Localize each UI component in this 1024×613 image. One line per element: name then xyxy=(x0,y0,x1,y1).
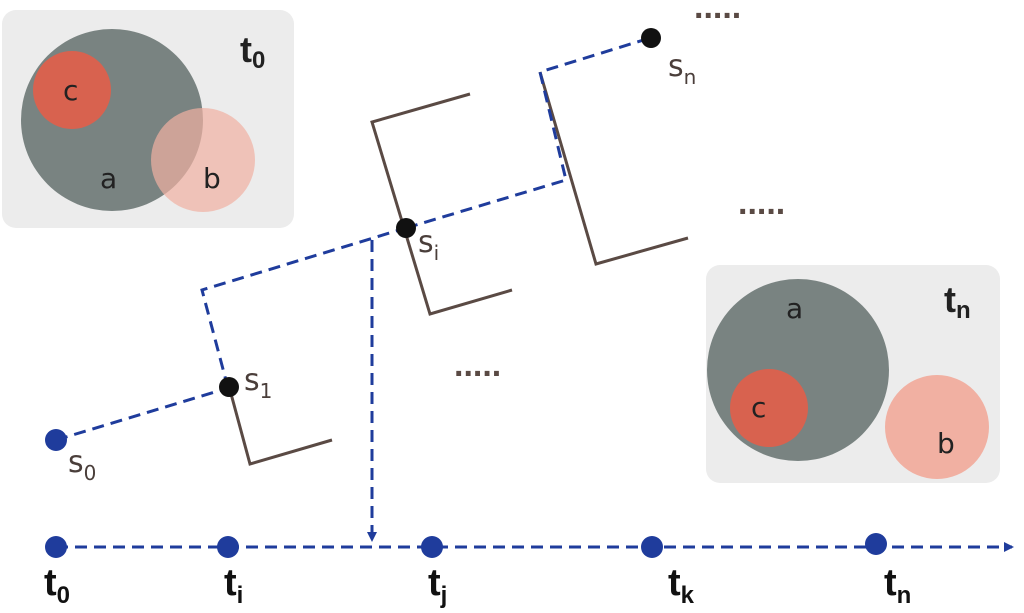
node-sn xyxy=(641,28,661,48)
label-s0: s0 xyxy=(68,445,96,485)
label-b: b xyxy=(203,162,221,195)
label-c: c xyxy=(63,74,78,107)
path-s1-si xyxy=(200,226,407,389)
timeline-node-tn xyxy=(865,533,887,555)
label-si-main: s xyxy=(418,225,434,260)
circle-c xyxy=(33,51,111,129)
bracket-s1 xyxy=(228,389,333,466)
panel-tn-title: tn xyxy=(944,279,971,324)
label-sn-main: s xyxy=(668,49,684,84)
timeline-label-tn: tn xyxy=(884,562,911,609)
label-s0-sub: 0 xyxy=(84,461,97,485)
label-si-sub: i xyxy=(434,241,440,265)
ellipsis-right: ..... xyxy=(738,184,785,222)
state-labels: s0 s1 si sn xyxy=(68,49,696,485)
label-sn: sn xyxy=(668,49,696,89)
timeline-label-tn-sub: n xyxy=(897,582,912,609)
ellipsis-top: ..... xyxy=(694,0,741,26)
ellipsis-markers: ..... ..... ..... xyxy=(454,0,785,384)
timeline-label-ti-sub: i xyxy=(237,582,244,609)
timeline-node-ti xyxy=(217,536,239,558)
timeline-label-tj-main: t xyxy=(428,562,441,604)
panel-t0-title-main: t xyxy=(240,29,252,70)
panel-tn-title-sub: n xyxy=(956,297,971,324)
label-b: b xyxy=(937,427,955,460)
node-si xyxy=(396,218,416,238)
timeline-label-tj-sub: j xyxy=(440,582,448,609)
panel-t0-title: t0 xyxy=(240,29,265,74)
timeline-nodes xyxy=(45,533,887,558)
branch-brackets xyxy=(228,71,689,466)
timeline-label-tj: tj xyxy=(428,562,447,609)
timeline-label-t0-sub: 0 xyxy=(57,582,70,609)
timeline-labels: t0 ti tj tk tn xyxy=(44,562,911,609)
ellipsis-middle: ..... xyxy=(454,346,501,384)
panel-tn: a c b tn xyxy=(706,265,1000,483)
bracket-si xyxy=(370,92,513,316)
label-c: c xyxy=(751,391,766,424)
node-s1 xyxy=(219,377,239,397)
timeline-node-tj xyxy=(421,536,443,558)
timeline-label-t0-main: t xyxy=(44,562,57,604)
path-si-sn xyxy=(405,36,651,230)
path-s0-s1 xyxy=(55,386,229,442)
timeline-node-tk xyxy=(641,536,663,558)
timeline-node-t0 xyxy=(45,536,67,558)
label-si: si xyxy=(418,225,439,265)
circle-b xyxy=(151,108,255,212)
bracket-mid xyxy=(538,71,689,266)
timeline-label-ti: ti xyxy=(224,562,243,609)
timeline-label-tk-main: t xyxy=(668,562,681,604)
label-sn-sub: n xyxy=(684,65,697,89)
label-a: a xyxy=(100,162,117,195)
label-s1-main: s xyxy=(244,363,260,398)
label-s0-main: s xyxy=(68,445,84,480)
label-a: a xyxy=(786,292,803,325)
circle-c xyxy=(730,369,808,447)
state-nodes xyxy=(45,28,661,451)
panel-t0: c a b t0 xyxy=(2,10,294,228)
circle-b xyxy=(885,375,989,479)
timeline-label-tn-main: t xyxy=(884,562,897,604)
label-s1-sub: 1 xyxy=(260,379,273,403)
node-s0 xyxy=(45,429,67,451)
state-path xyxy=(55,36,1014,552)
panel-tn-title-main: t xyxy=(944,279,956,320)
label-s1: s1 xyxy=(244,363,272,403)
timeline-label-tk-sub: k xyxy=(681,582,695,609)
timeline-label-t0: t0 xyxy=(44,562,70,609)
timeline-label-ti-main: t xyxy=(224,562,237,604)
panel-t0-title-sub: 0 xyxy=(252,47,265,74)
timeline-label-tk: tk xyxy=(668,562,695,609)
